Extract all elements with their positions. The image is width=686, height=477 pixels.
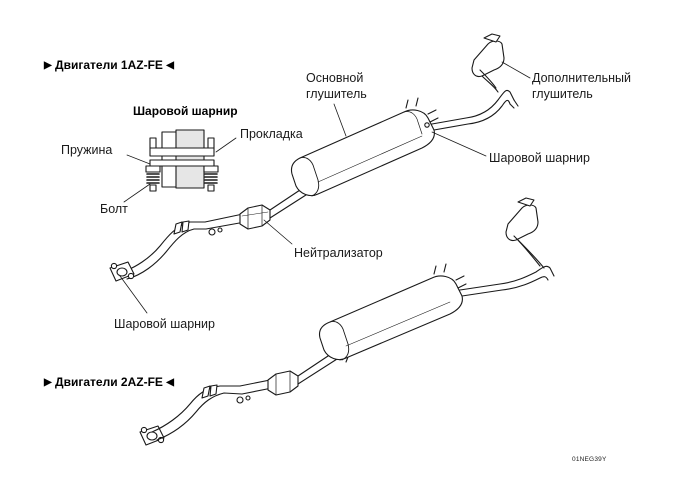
catalyst-2az	[267, 370, 299, 396]
figure-code: 01NEG39Y	[572, 456, 607, 463]
main-muffler-2az	[318, 275, 463, 361]
label-gasket: Прокладка	[240, 127, 303, 141]
main-muffler-1az	[290, 109, 435, 197]
detail-spring-bolt-right	[203, 137, 219, 192]
manifold-flange-1az	[109, 261, 135, 282]
label-aux-muffler-1: Дополнительный	[532, 71, 631, 85]
ball-joint-detail	[123, 129, 237, 203]
label-main-muffler-1: Основной	[306, 71, 364, 85]
label-spring: Пружина	[61, 143, 113, 157]
triangle-right-icon: ▶	[44, 377, 52, 388]
aux-muffler-1az	[471, 33, 505, 93]
muffler-brackets-2az	[433, 263, 467, 289]
label-bolt: Болт	[100, 202, 128, 216]
leaders-1az	[119, 61, 531, 314]
label-aux-muffler-2: глушитель	[532, 87, 593, 101]
engine-header-2az-text: Двигатели 2AZ-FE	[55, 375, 163, 389]
label-main-muffler-2: глушитель	[306, 87, 367, 101]
aux-muffler-2az	[505, 197, 545, 269]
engine-header-2az: ▶ Двигатели 2AZ-FE ◀	[44, 375, 174, 389]
triangle-right-icon: ▶	[44, 60, 52, 71]
cropped-text-strip	[40, 0, 600, 3]
tail-pipe-2az	[459, 265, 555, 297]
detail-spring-bolt-left	[145, 137, 161, 192]
front-pipe-1az	[121, 213, 246, 280]
label-catalyst: Нейтрализатор	[294, 246, 383, 260]
detail-title: Шаровой шарнир	[133, 104, 238, 118]
triangle-left-icon: ◀	[166, 60, 174, 71]
triangle-left-icon: ◀	[166, 377, 174, 388]
ball-joint-marker-1az	[424, 122, 430, 128]
front-pipe-2az	[151, 379, 273, 441]
engine-header-1az: ▶ Двигатели 1AZ-FE ◀	[44, 58, 174, 72]
tail-pipe-1az	[431, 89, 519, 131]
exhaust-system-1az	[109, 33, 519, 282]
manifold-flange-2az	[139, 425, 165, 446]
engine-header-1az-text: Двигатели 1AZ-FE	[55, 58, 163, 72]
label-ball-joint-bottom: Шаровой шарнир	[114, 317, 215, 331]
label-ball-joint-right: Шаровой шарнир	[489, 151, 590, 165]
exhaust-system-2az	[139, 197, 555, 446]
catalyst-1az	[239, 204, 271, 230]
muffler-brackets-1az	[405, 97, 439, 123]
